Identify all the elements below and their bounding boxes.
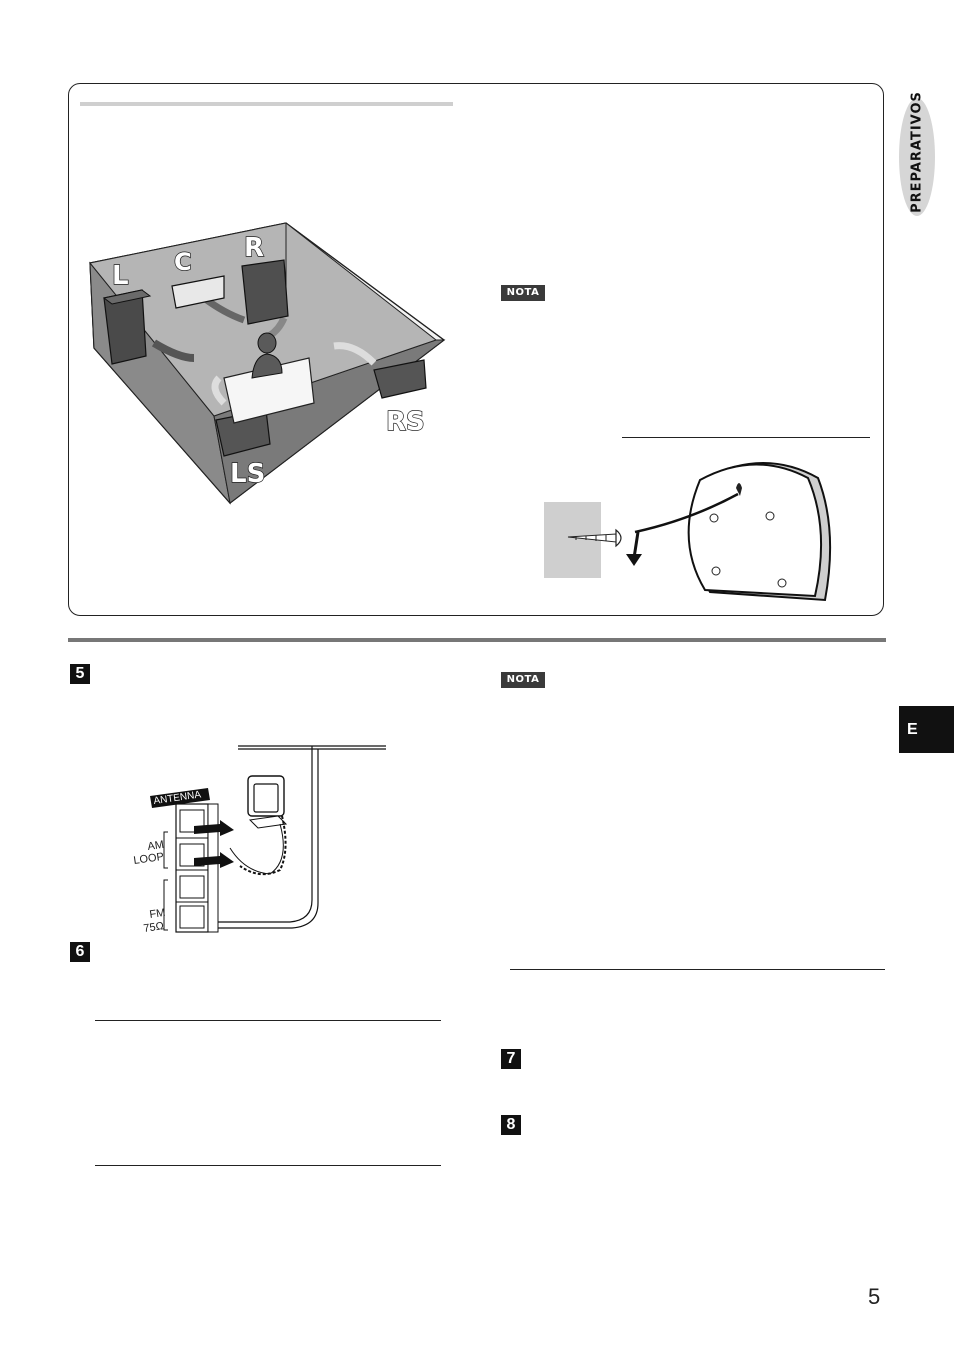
nota-badge: NOTA [501,672,545,688]
speaker-left [102,289,152,365]
step-8-marker: 8 [501,1115,521,1135]
speaker-label-c: C [174,248,192,276]
section-rule [95,1020,441,1021]
loop-label: LOOP [133,851,165,867]
speaker-center [171,275,225,309]
fm-label: FM [149,907,166,921]
section-tab-label: PREPARATIVOS [909,91,925,213]
antenna-illustration: ANTENNA AM LOOP FM 75Ω [133,745,386,935]
speaker-back-icon [687,462,832,602]
language-tab: E [899,706,954,753]
arrow-left-to-listener [151,339,195,362]
speaker-placement-illustration: L C R RS LS [89,222,446,505]
section-rule [622,437,870,438]
screw-icon [567,528,622,548]
speaker-label-rs: RS [386,407,425,437]
speaker-label-r: R [244,233,264,263]
speaker-right-surround [373,359,427,399]
am-label: AM [147,839,165,853]
antenna-title-plate [150,788,210,808]
page-number: 5 [868,1284,881,1309]
step-5-marker: 5 [70,664,90,684]
panel-header-bar [80,102,453,106]
section-tab-oval [899,98,935,216]
section-rule [95,1165,441,1166]
nota-badge: NOTA [501,285,545,301]
insert-arrow-icon [194,820,234,836]
arrow-ls-to-listener [211,375,227,406]
fm-impedance-label: 75Ω [143,920,165,935]
wall-panel [544,502,601,578]
speaker-label-l: L [112,261,129,291]
arrow-head [626,554,642,566]
wall-mount-illustration [544,462,832,602]
arrow-rs-to-listener [333,342,377,366]
mount-arrow [634,492,739,534]
speaker-label-ls: LS [230,459,265,489]
speaker-setup-panel [68,83,884,616]
section-rule [510,969,885,970]
speaker-right [241,259,289,325]
listener-sofa [223,332,315,424]
step-7-marker: 7 [501,1049,521,1069]
step-6-marker: 6 [70,942,90,962]
am-loop-antenna-icon [247,775,288,829]
section-divider [68,638,886,642]
antenna-terminal-block [175,803,219,933]
